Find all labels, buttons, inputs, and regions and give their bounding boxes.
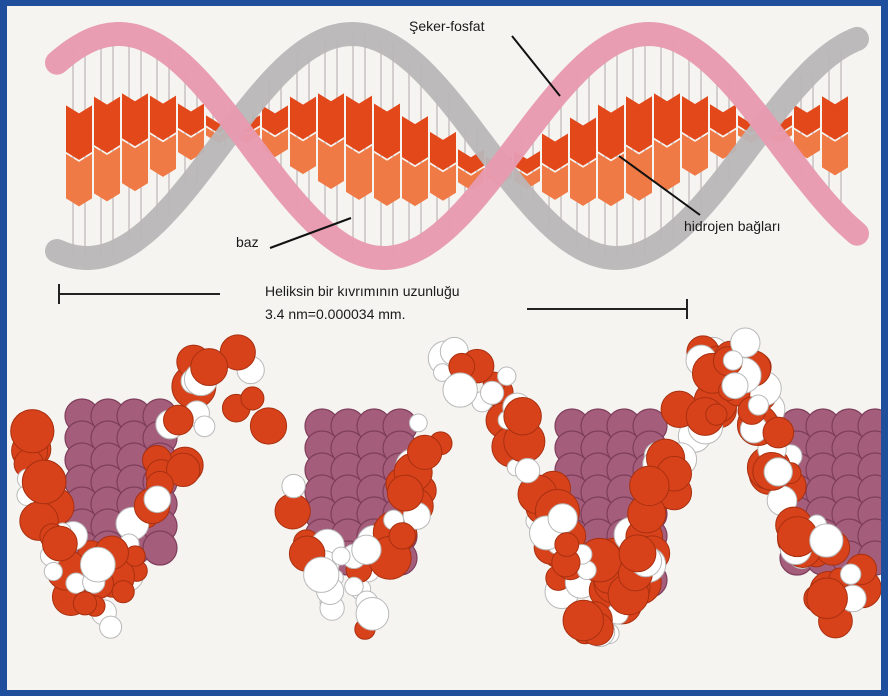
hydrogen-atom [481,381,504,404]
oxygen-atom [11,410,54,453]
oxygen-atom [630,466,669,505]
base-shape [290,97,316,140]
base-shape [430,132,456,170]
base-shape [150,134,176,177]
hydrogen-atom [80,547,115,582]
turn-length-label: Heliksin bir kıvrımının uzunluğu [265,283,460,299]
base-shape [570,118,596,166]
hydrogen-atom [498,367,516,385]
base-shape [626,146,652,200]
space-filling-model [11,328,881,646]
base-shape [262,105,288,135]
hydrogen-atom [748,395,768,415]
base-shape [402,159,428,206]
base-shape [346,146,372,200]
base-label: baz [236,234,259,250]
base-shape [822,96,848,140]
base-shape [94,97,120,153]
base-shape [598,105,624,160]
sugar-phosphate-label: Şeker-fosfat [409,18,484,34]
oxygen-atom [73,592,96,615]
base-shape [654,140,680,191]
figure-panel: Şeker-fosfat baz hidrojen bağları Heliks… [7,6,881,690]
oxygen-atom [241,387,264,410]
oxygen-atom [555,533,579,557]
hydrogen-atom [332,547,350,565]
hydrogen-atom [352,535,381,564]
base-shape [178,104,204,136]
base-shape [626,96,652,152]
hydrogen-atom [304,557,339,592]
base-shape [682,134,708,176]
base-shape [598,153,624,206]
hydrogen-atom [144,486,171,513]
base-shape [122,93,148,146]
sugar-phosphate-leader [512,36,560,96]
hydrogen-atom [515,458,539,482]
base-shape [66,154,92,206]
hydrogen-atom [44,562,62,580]
oxygen-atom [504,397,541,434]
base-shape [654,93,680,146]
base-shape [542,134,568,171]
hydrogen-atom [548,504,577,533]
oxygen-atom [563,600,604,641]
base-shape [374,104,400,159]
base-atom [143,531,177,565]
base-shape [346,96,372,152]
hydrogen-atom [282,474,305,497]
base-shape [374,153,400,206]
oxygen-atom [250,408,286,444]
base-shape [402,116,428,165]
oxygen-atom [807,578,848,619]
hydrogen-atom [100,616,122,638]
hydrogen-atom [810,524,843,557]
oxygen-atom [763,417,794,448]
oxygen-atom [706,404,727,425]
base-shape [150,96,176,141]
hydrogen-atom [409,414,427,432]
oxygen-atom [275,494,310,529]
oxygen-atom [164,405,194,435]
hydrogen-atom [356,598,389,631]
hydrogen-bonds-label: hidrojen bağları [684,218,781,234]
turn-length-value: 3.4 nm=0.000034 mm. [265,306,405,322]
base-shape [822,134,848,176]
hydrogen-atom [841,564,861,584]
base-shape [318,93,344,145]
oxygen-atom [191,349,228,386]
base-shape [318,139,344,189]
hydrogen-atom [443,373,477,407]
hydrogen-atom [723,351,742,370]
base-shape [794,105,820,136]
dna-illustration [7,6,881,690]
oxygen-atom [22,460,66,504]
oxygen-atom [389,523,415,549]
base-shape [66,105,92,159]
oxygen-atom [42,526,77,561]
base-shape [290,133,316,174]
base-shape [682,96,708,140]
oxygen-atom [408,435,442,469]
hydrogen-atom [764,458,792,486]
oxygen-atom [619,535,656,572]
oxygen-atom [112,581,134,603]
hydrogen-atom [722,373,748,399]
oxygen-atom [387,475,423,511]
base-shape [710,104,736,135]
base-shape [570,160,596,206]
base-shape [122,140,148,191]
hydrogen-atom [194,416,215,437]
base-shape [94,147,120,201]
